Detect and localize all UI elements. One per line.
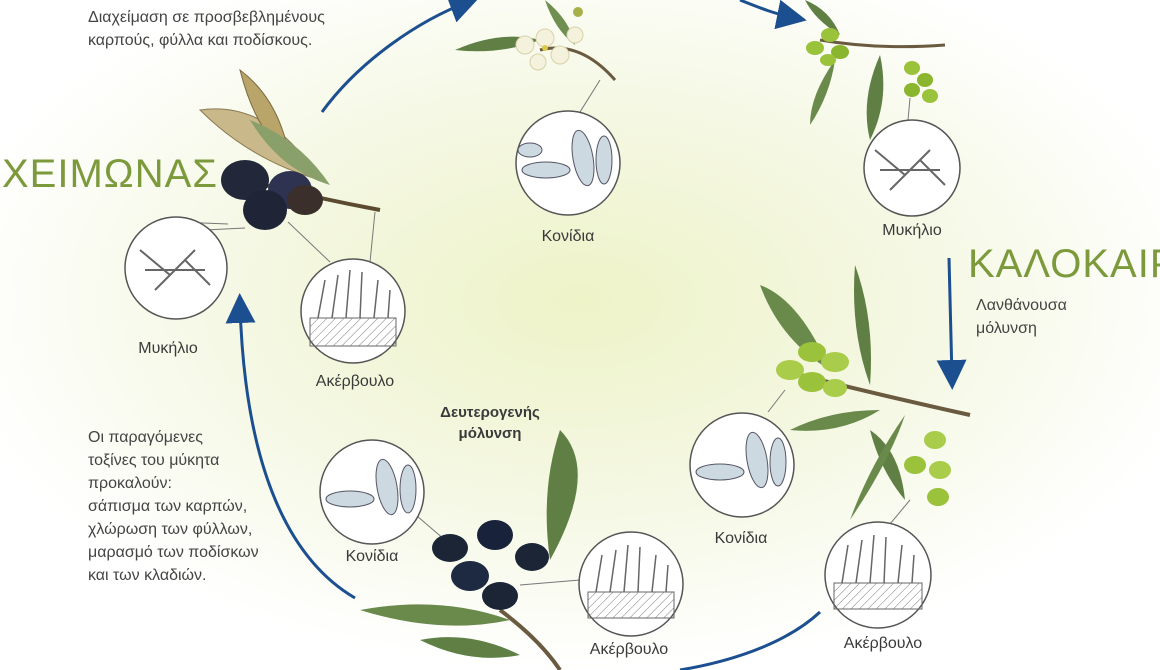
overwinter-note: Διαχείμαση σε προσβεβλημένους καρπούς, φ…	[88, 6, 388, 52]
circle-conidia-top	[515, 110, 621, 216]
circle-mycelium-right	[863, 119, 961, 217]
toxins-note-line: σάπισμα των καρπών,	[88, 498, 248, 515]
arrow-autumn-to-bottom	[679, 610, 822, 670]
overwinter-note-line1: Διαχείμαση σε προσβεβλημένους	[88, 9, 325, 26]
winter-olive-branch	[198, 68, 381, 230]
toxins-note-line: τοξίνες του μύκητα	[88, 452, 220, 469]
early-summer-branch	[805, 0, 946, 140]
secondary-note-line2: μόλυνση	[458, 425, 522, 442]
label-conidia-top: Κονίδια	[541, 228, 595, 245]
secondary-note-line1: Δευτερογενής	[440, 404, 540, 421]
toxins-note-line: Οι παραγόμενες	[88, 429, 203, 446]
latent-infection-note: Λανθάνουσα μόλυνση	[976, 294, 1146, 340]
arrow-spring-to-early-summer	[739, 0, 807, 30]
label-acervulus-right: Ακέρβουλο	[843, 635, 923, 652]
label-mycelium-left: Μυκήλιο	[138, 340, 198, 357]
toxins-note-line: μαρασμό των ποδίσκων	[88, 544, 259, 561]
label-acervulus-left: Ακέρβουλο	[315, 373, 395, 390]
season-summer-title: ΚΑΛΟΚΑΙΡΙ	[968, 242, 1160, 286]
toxins-note: Οι παραγόμενες τοξίνες του μύκητα προκαλ…	[88, 426, 298, 587]
toxins-note-line: χλώρωση των φύλλων,	[88, 521, 253, 538]
arrow-summer-latent	[936, 257, 967, 390]
summer-olive-branch	[760, 265, 971, 520]
label-conidia-right: Κονίδια	[714, 530, 768, 547]
season-winter-title: ΧΕΙΜΩΝΑΣ	[2, 152, 218, 196]
toxins-note-line: προκαλούν:	[88, 475, 172, 492]
secondary-infection-note: Δευτερογενής μόλυνση	[415, 402, 565, 444]
circle-conidia-right	[689, 412, 795, 518]
circle-acervulus-left	[300, 258, 406, 364]
spring-flower-branch	[455, 0, 617, 81]
arrow-winter-to-spring	[320, 0, 480, 113]
latent-note-line2: μόλυνση	[976, 320, 1037, 337]
circle-acervulus-right	[824, 521, 932, 629]
secondary-infection-branch	[360, 430, 578, 670]
circle-acervulus-bottom	[578, 531, 684, 637]
circle-mycelium-left	[124, 216, 228, 320]
label-conidia-bottom: Κονίδια	[345, 548, 399, 565]
overwinter-note-line2: καρπούς, φύλλα και ποδίσκους.	[88, 32, 313, 49]
latent-note-line1: Λανθάνουσα	[976, 297, 1067, 314]
label-mycelium-right: Μυκήλιο	[882, 222, 942, 239]
toxins-note-line: και των κλαδιών.	[88, 567, 207, 584]
circle-conidia-bottom	[319, 439, 425, 545]
connector-lines	[177, 79, 911, 586]
arrow-bottom-to-winter	[225, 293, 356, 600]
label-acervulus-bottom: Ακέρβουλο	[589, 641, 669, 658]
